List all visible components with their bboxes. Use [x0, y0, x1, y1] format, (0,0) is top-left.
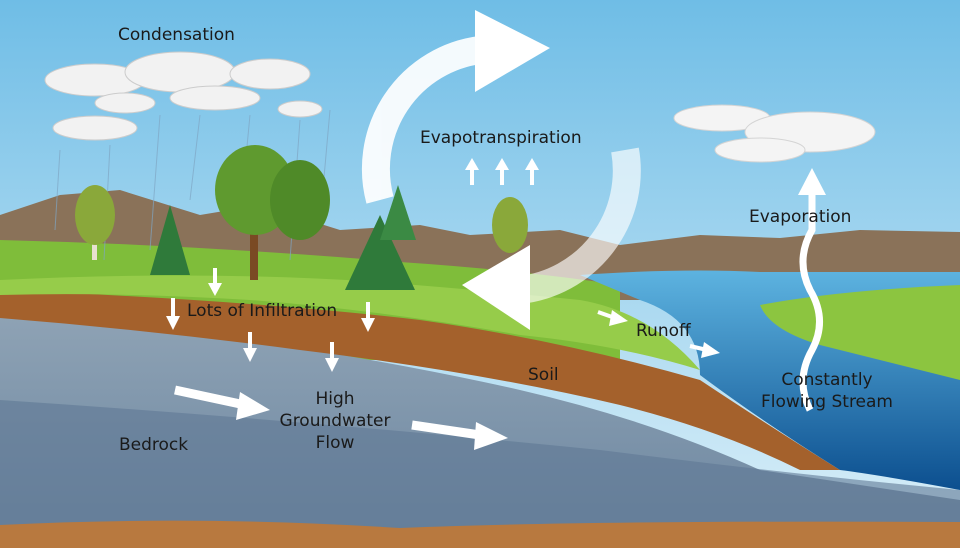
soil-layer: [0, 290, 840, 470]
runoff-label: Runoff: [636, 321, 691, 341]
groundwater-flow-label: High Groundwater Flow: [270, 388, 400, 454]
stream-label-line1: Constantly: [781, 370, 873, 390]
far-bank: [760, 285, 960, 380]
groundwater-label-line3: Flow: [315, 433, 355, 453]
bedrock-label: Bedrock: [119, 435, 189, 455]
bedrock-dark-band: [0, 400, 960, 548]
stream-label-line2: Flowing Stream: [760, 392, 893, 412]
bottom-soil: [0, 520, 960, 548]
cycle-arrowhead-bottom: [462, 245, 530, 330]
rain-clouds: [44, 51, 323, 141]
evapotranspiration-label: Evapotranspiration: [420, 128, 582, 148]
evaporation-label: Evaporation: [749, 207, 852, 227]
sky-clouds: [673, 104, 876, 163]
infiltration-label: Lots of Infiltration: [187, 301, 338, 321]
condensation-label: Condensation: [118, 25, 235, 45]
evapotranspiration-cycle-arrow: [361, 36, 641, 304]
stream-label: Constantly Flowing Stream: [752, 369, 902, 413]
trees: [75, 145, 528, 290]
groundwater-label-line1: High: [315, 389, 355, 409]
soil-label: Soil: [528, 365, 559, 385]
groundwater-label-line2: Groundwater: [279, 411, 391, 431]
arrows: [166, 158, 826, 450]
cycle-arrowhead-top: [475, 10, 550, 92]
